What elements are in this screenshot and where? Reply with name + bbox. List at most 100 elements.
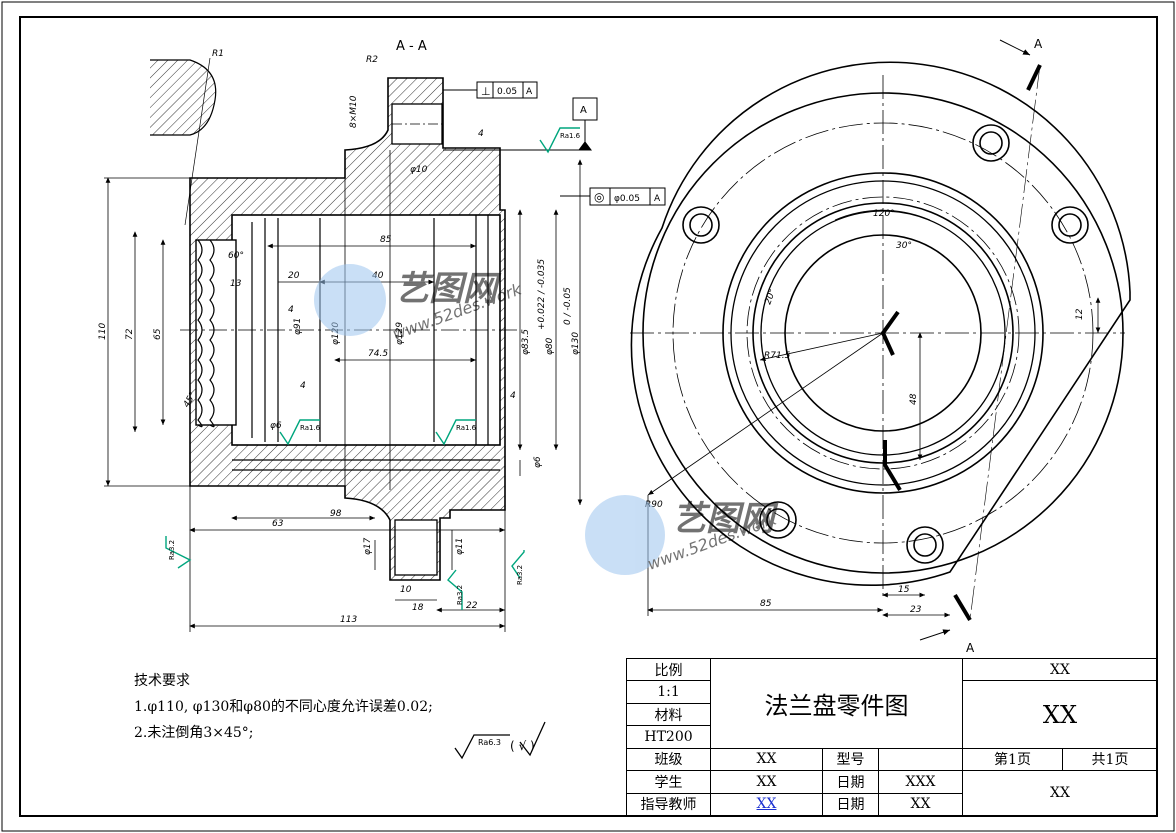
- svg-text:85: 85: [380, 235, 392, 245]
- svg-text:φ83.5: φ83.5: [521, 329, 531, 355]
- svg-text:A: A: [966, 641, 975, 655]
- svg-text:0.05: 0.05: [497, 87, 517, 97]
- svg-text:30°: 30°: [896, 241, 912, 251]
- svg-text:40: 40: [372, 271, 384, 281]
- svg-text:艺图网: 艺图网: [672, 499, 779, 539]
- date-value-2: XX: [877, 792, 964, 817]
- svg-text:15: 15: [898, 585, 910, 595]
- svg-text:20°: 20°: [763, 288, 778, 306]
- svg-text:98: 98: [330, 509, 342, 519]
- svg-text:φ120: φ120: [331, 322, 341, 345]
- svg-text:Ra3.2: Ra3.2: [168, 540, 176, 560]
- tech-item-2: 2.未注倒角3×45°;: [134, 725, 254, 741]
- section-label: A - A: [396, 39, 427, 54]
- svg-text:R90: R90: [645, 500, 663, 510]
- section-cut-line: [880, 64, 1042, 622]
- svg-text:120°: 120°: [873, 209, 895, 219]
- svg-text:φ10: φ10: [410, 165, 428, 175]
- svg-text:Ra1.6: Ra1.6: [456, 424, 477, 432]
- svg-text:φ130: φ130: [571, 332, 581, 355]
- svg-text:18: 18: [412, 603, 424, 613]
- watermark-globe-icon: [314, 264, 386, 336]
- watermark-2: 艺图网 www.52des.work: [585, 495, 780, 575]
- code-small: XX: [962, 657, 1159, 682]
- svg-text:φ6: φ6: [533, 456, 543, 468]
- svg-text:Ra6.3: Ra6.3: [478, 738, 501, 747]
- svg-text:A: A: [654, 194, 661, 204]
- svg-text:⊥: ⊥: [481, 85, 491, 98]
- svg-text:艺图网: 艺图网: [395, 269, 502, 309]
- org-value: XX: [962, 770, 1159, 816]
- tech-title: 技术要求: [134, 673, 190, 689]
- inner-border: [19, 16, 1158, 817]
- svg-text:Ra3.2: Ra3.2: [516, 565, 524, 585]
- svg-text:R2: R2: [366, 55, 378, 65]
- gdt-concentricity: ◎ φ0.05 A: [560, 187, 666, 206]
- svg-text:85: 85: [760, 599, 772, 609]
- svg-text:φ91: φ91: [293, 318, 303, 335]
- watermark-globe-icon: [585, 495, 665, 575]
- student-value: XX: [710, 770, 823, 794]
- svg-text:φ80: φ80: [545, 337, 555, 355]
- code-big: XX: [962, 680, 1159, 749]
- scale-label: 比例: [626, 657, 711, 682]
- svg-text:A: A: [580, 105, 587, 116]
- svg-text:4: 4: [478, 129, 484, 139]
- tech-item-1: 1.φ110, φ130和φ80的不同心度允许误差0.02;: [134, 699, 433, 715]
- teacher-value: XX: [710, 792, 823, 817]
- material-value: HT200: [626, 725, 711, 749]
- svg-text:φ17: φ17: [363, 537, 373, 555]
- svg-text:72: 72: [125, 328, 135, 340]
- svg-text:4: 4: [300, 381, 306, 391]
- class-value: XX: [710, 747, 823, 772]
- material-label: 材料: [626, 702, 711, 727]
- gdt-perpendicularity: ⊥ 0.05 A: [443, 81, 538, 99]
- bolt-holes: [682, 124, 1089, 564]
- svg-text:63: 63: [272, 519, 284, 529]
- svg-text:( √ ): ( √ ): [510, 739, 535, 753]
- svg-text:A: A: [1034, 37, 1043, 51]
- general-roughness: Ra6.3 ( √ ): [454, 721, 546, 760]
- datum-a: A: [443, 97, 598, 151]
- svg-text:4: 4: [288, 305, 294, 315]
- svg-text:R1: R1: [212, 49, 224, 59]
- total-label: 共1页: [1062, 747, 1159, 772]
- svg-text:A: A: [526, 87, 533, 97]
- svg-text:0 / -0.05: 0 / -0.05: [563, 287, 573, 325]
- svg-text:R71.5: R71.5: [764, 351, 791, 361]
- svg-text:Ra3.2: Ra3.2: [456, 585, 464, 605]
- flange-outline: [630, 61, 1131, 587]
- bore-left-step: [195, 239, 237, 426]
- svg-text:20: 20: [288, 271, 300, 281]
- thread-left: [197, 239, 215, 428]
- roughness-symbols: Ra1.6 Ra1.6 Ra1.6 Ra3.2 Ra3.2 Ra3.2: [165, 127, 581, 610]
- svg-text:113: 113: [340, 615, 357, 625]
- detail-r1: [150, 59, 217, 136]
- drawing-title: 法兰盘零件图: [709, 658, 964, 749]
- svg-text:13: 13: [230, 279, 242, 289]
- svg-text:φ6: φ6: [270, 421, 282, 431]
- title-block: 比例 法兰盘零件图 XX 1:1 XX 材料 HT200 班级 XX 型号 第1…: [626, 657, 1159, 817]
- front-view: A A R71.5 R90 120° 30° 20° 12 48 85 15 2…: [630, 37, 1131, 655]
- section-dim-lines: [104, 150, 583, 632]
- svg-text:10: 10: [400, 585, 412, 595]
- svg-text:12: 12: [1075, 308, 1085, 320]
- teacher-label: 指导教师: [626, 792, 711, 817]
- date-label-2: 日期: [822, 792, 879, 817]
- svg-text:8×M10: 8×M10: [349, 95, 359, 128]
- svg-text:φ11: φ11: [455, 538, 465, 555]
- svg-text:φ0.05: φ0.05: [614, 194, 640, 204]
- svg-text:◎: ◎: [594, 190, 604, 204]
- svg-text:Ra1.6: Ra1.6: [300, 424, 321, 432]
- date-label-1: 日期: [822, 770, 879, 794]
- model-label: 型号: [822, 747, 879, 772]
- svg-text:48: 48: [909, 393, 919, 405]
- date-value-1: XXX: [877, 770, 964, 794]
- svg-text:Ra1.6: Ra1.6: [560, 132, 581, 140]
- model-value: [877, 747, 964, 772]
- student-label: 学生: [626, 770, 711, 794]
- svg-text:23: 23: [910, 605, 922, 615]
- sheet-label: 第1页: [962, 747, 1064, 772]
